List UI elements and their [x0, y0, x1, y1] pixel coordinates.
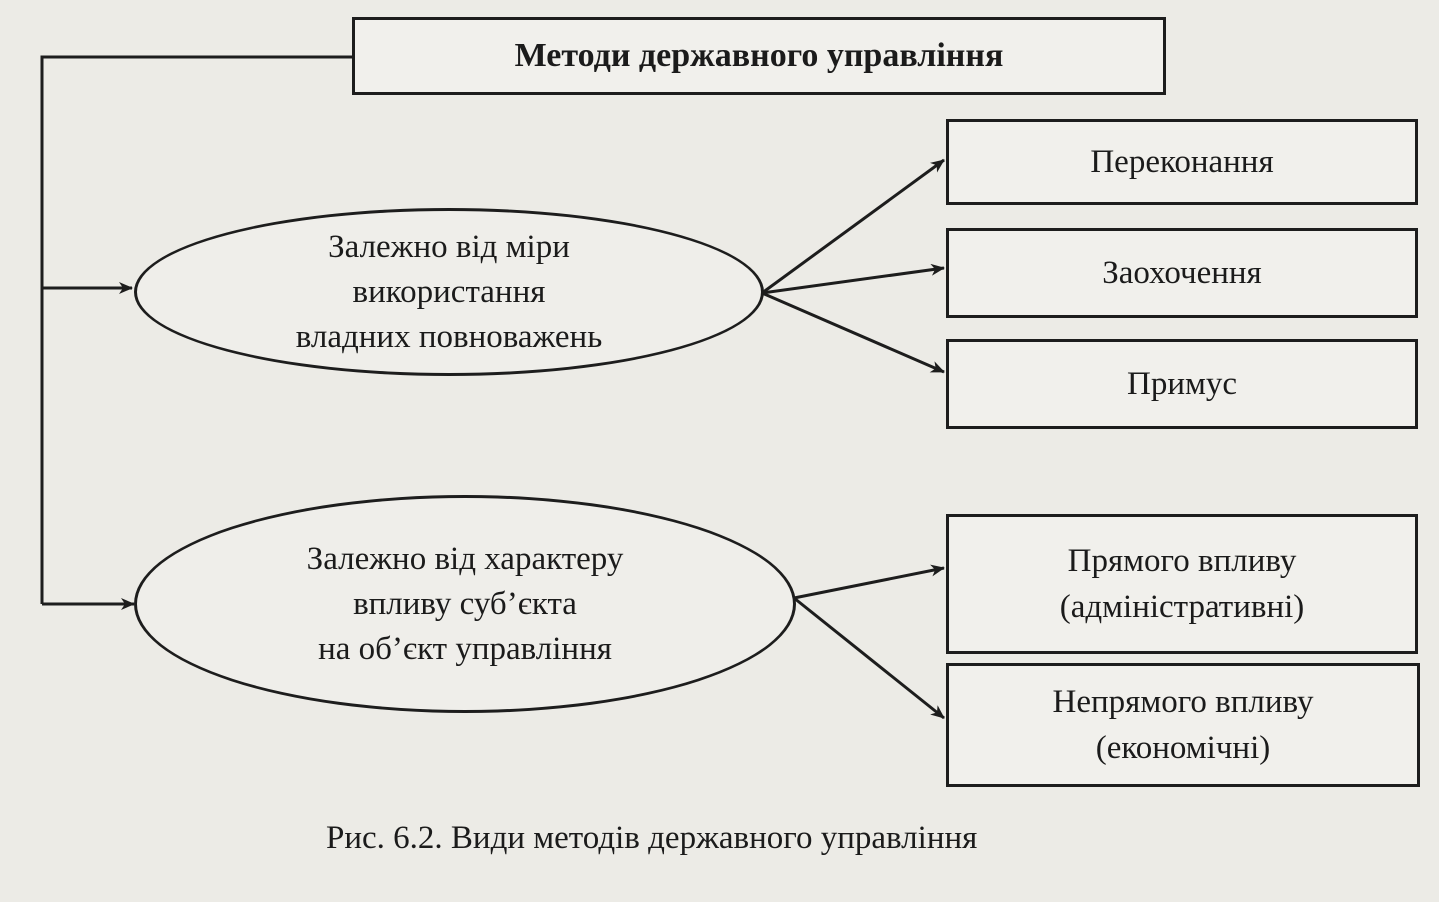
group-1-label-line: використання — [352, 273, 546, 310]
method-box-persuasion: Переконання — [946, 119, 1418, 205]
group-2-label-line: впливу суб’єкта — [353, 585, 577, 622]
method-label: Переконання — [1090, 144, 1274, 180]
method-box-indirect: Непрямого впливу (економічні) — [946, 663, 1420, 787]
method-box-coercion: Примус — [946, 339, 1418, 429]
group-1-label: Залежно від міри використання владних по… — [296, 225, 603, 360]
title-connector-line — [40, 55, 352, 604]
group-2-label-line: Залежно від характеру — [306, 540, 624, 577]
method-label-line: (адміністративні) — [1059, 589, 1305, 625]
group-1-label-line: владних повноважень — [295, 318, 603, 355]
method-label-line: (економічні) — [1095, 730, 1271, 766]
title-box: Методи державного управління — [352, 17, 1166, 95]
method-label-line: Непрямого впливу — [1052, 684, 1314, 720]
arrow-to-method-5 — [793, 596, 945, 720]
group-2-label: Залежно від характеру впливу суб’єкта на… — [307, 537, 624, 672]
method-label: Примус — [1126, 366, 1238, 402]
group-2-ellipse: Залежно від характеру впливу суб’єкта на… — [134, 495, 796, 713]
arrow-to-method-2 — [761, 263, 945, 295]
figure-caption: Рис. 6.2. Види методів державного управл… — [326, 820, 978, 856]
method-label: Прямого впливу (адміністративні) — [1060, 538, 1305, 630]
method-box-encouragement: Заохочення — [946, 228, 1418, 318]
arrow-to-method-1 — [761, 158, 945, 295]
method-label: Непрямого впливу (економічні) — [1053, 679, 1314, 771]
arrow-to-method-4 — [793, 564, 945, 600]
method-label: Заохочення — [1102, 255, 1262, 291]
group-2-label-line: на об’єкт управління — [318, 630, 612, 667]
method-label-line: Прямого впливу — [1067, 543, 1297, 579]
diagram-title: Методи державного управління — [514, 37, 1004, 74]
arrow-to-method-3 — [761, 291, 945, 374]
group-1-label-line: Залежно від міри — [328, 228, 570, 265]
method-box-direct: Прямого впливу (адміністративні) — [946, 514, 1418, 654]
group-1-ellipse: Залежно від міри використання владних по… — [134, 208, 764, 376]
